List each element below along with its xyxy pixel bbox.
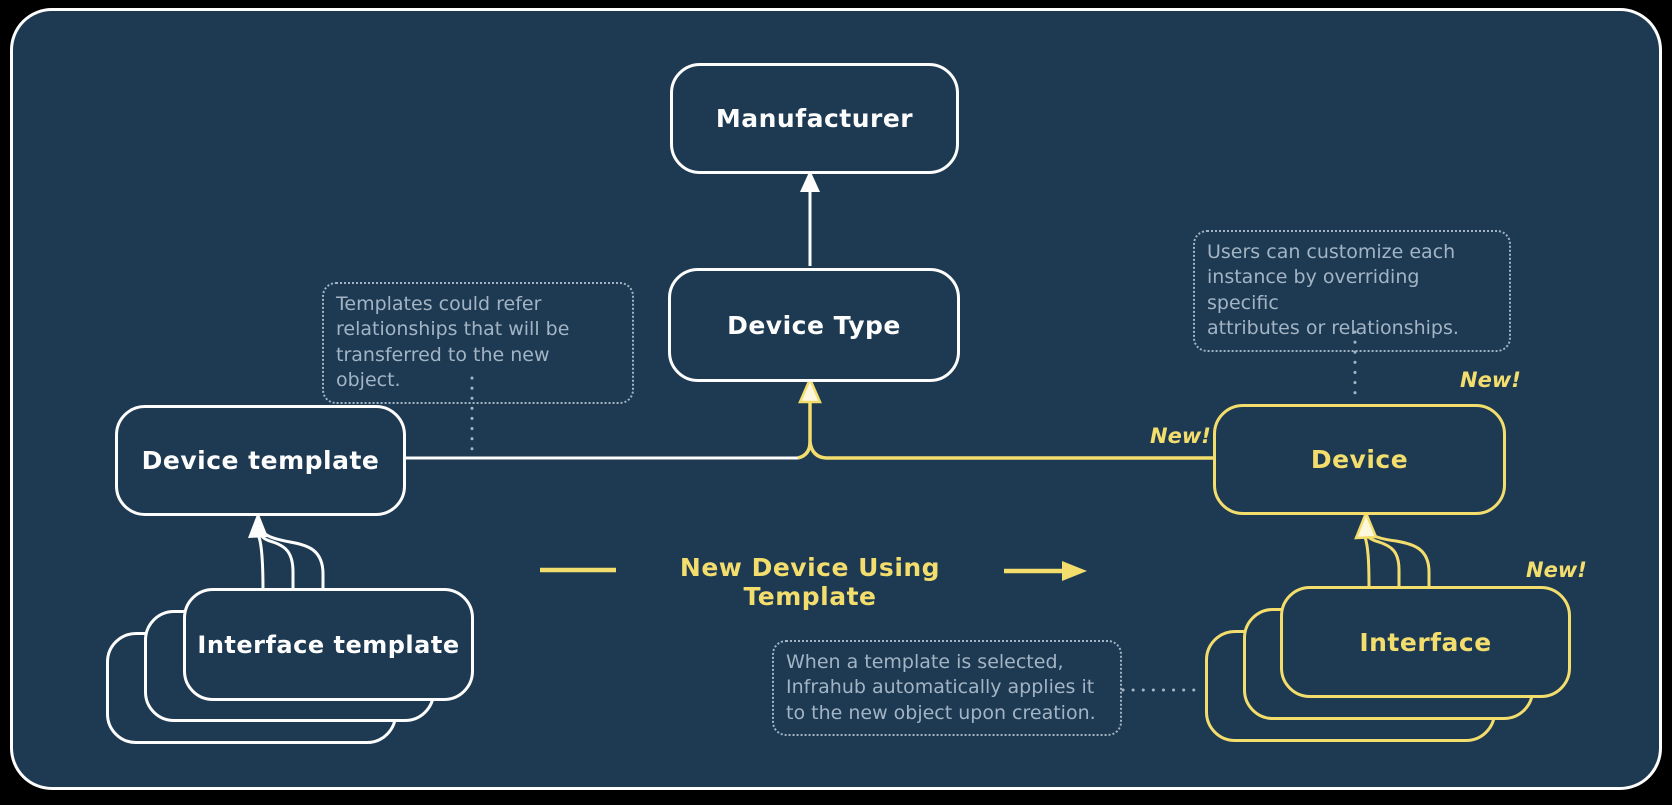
badge-new-device-line: New! bbox=[1150, 424, 1211, 448]
node-device-template-label: Device template bbox=[141, 446, 380, 475]
node-device-type-label: Device Type bbox=[727, 310, 901, 340]
node-interface: Interface bbox=[1280, 586, 1571, 698]
annotation-templates-refer: Templates could refer relationships that… bbox=[322, 282, 634, 404]
flow-label: New Device Using Template bbox=[679, 553, 941, 611]
badge-new-device-top: New! bbox=[1460, 368, 1521, 392]
node-interface-template: Interface template bbox=[183, 588, 474, 701]
node-interface-template-label: Interface template bbox=[197, 630, 460, 659]
node-interface-label: Interface bbox=[1359, 627, 1492, 657]
node-device-type: Device Type bbox=[668, 268, 960, 382]
node-device: Device bbox=[1213, 404, 1506, 515]
badge-new-interface: New! bbox=[1526, 558, 1587, 582]
node-manufacturer: Manufacturer bbox=[670, 63, 959, 174]
annotation-template-applies: When a template is selected, Infrahub au… bbox=[772, 640, 1122, 737]
node-device-label: Device bbox=[1310, 445, 1409, 474]
annotation-users-customize: Users can customize each instance by ove… bbox=[1193, 230, 1511, 352]
node-device-template: Device template bbox=[115, 405, 406, 516]
node-manufacturer-label: Manufacturer bbox=[715, 104, 914, 133]
